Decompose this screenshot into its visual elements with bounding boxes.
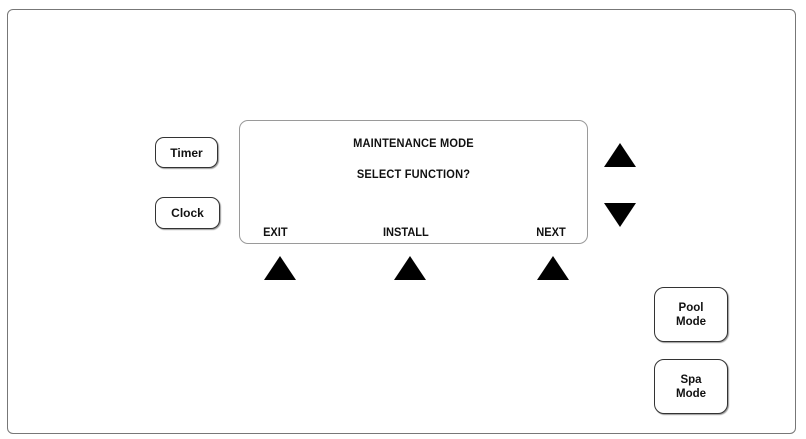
lcd-display: MAINTENANCE MODE SELECT FUNCTION? EXIT I… xyxy=(239,120,588,244)
exit-softkey-arrow-icon[interactable] xyxy=(264,256,296,280)
next-softkey-arrow-icon[interactable] xyxy=(537,256,569,280)
softkey-label-install: INSTALL xyxy=(382,225,429,239)
pool-mode-button[interactable]: Pool Mode xyxy=(654,287,728,342)
install-softkey-arrow-icon[interactable] xyxy=(394,256,426,280)
pool-mode-line1: Pool xyxy=(678,301,704,314)
timer-button[interactable]: Timer xyxy=(155,137,218,168)
softkey-label-exit: EXIT xyxy=(263,225,288,239)
spa-mode-line1: Spa xyxy=(680,373,702,386)
clock-button[interactable]: Clock xyxy=(155,197,220,229)
softkey-label-next: NEXT xyxy=(536,225,566,239)
spa-mode-line2: Mode xyxy=(675,387,707,400)
pool-mode-line2: Mode xyxy=(675,315,707,328)
spa-mode-button[interactable]: Spa Mode xyxy=(654,359,728,414)
display-line-1: MAINTENANCE MODE xyxy=(353,136,474,150)
scroll-down-arrow-icon[interactable] xyxy=(604,203,636,227)
display-line-2: SELECT FUNCTION? xyxy=(356,167,471,181)
scroll-up-arrow-icon[interactable] xyxy=(604,143,636,167)
